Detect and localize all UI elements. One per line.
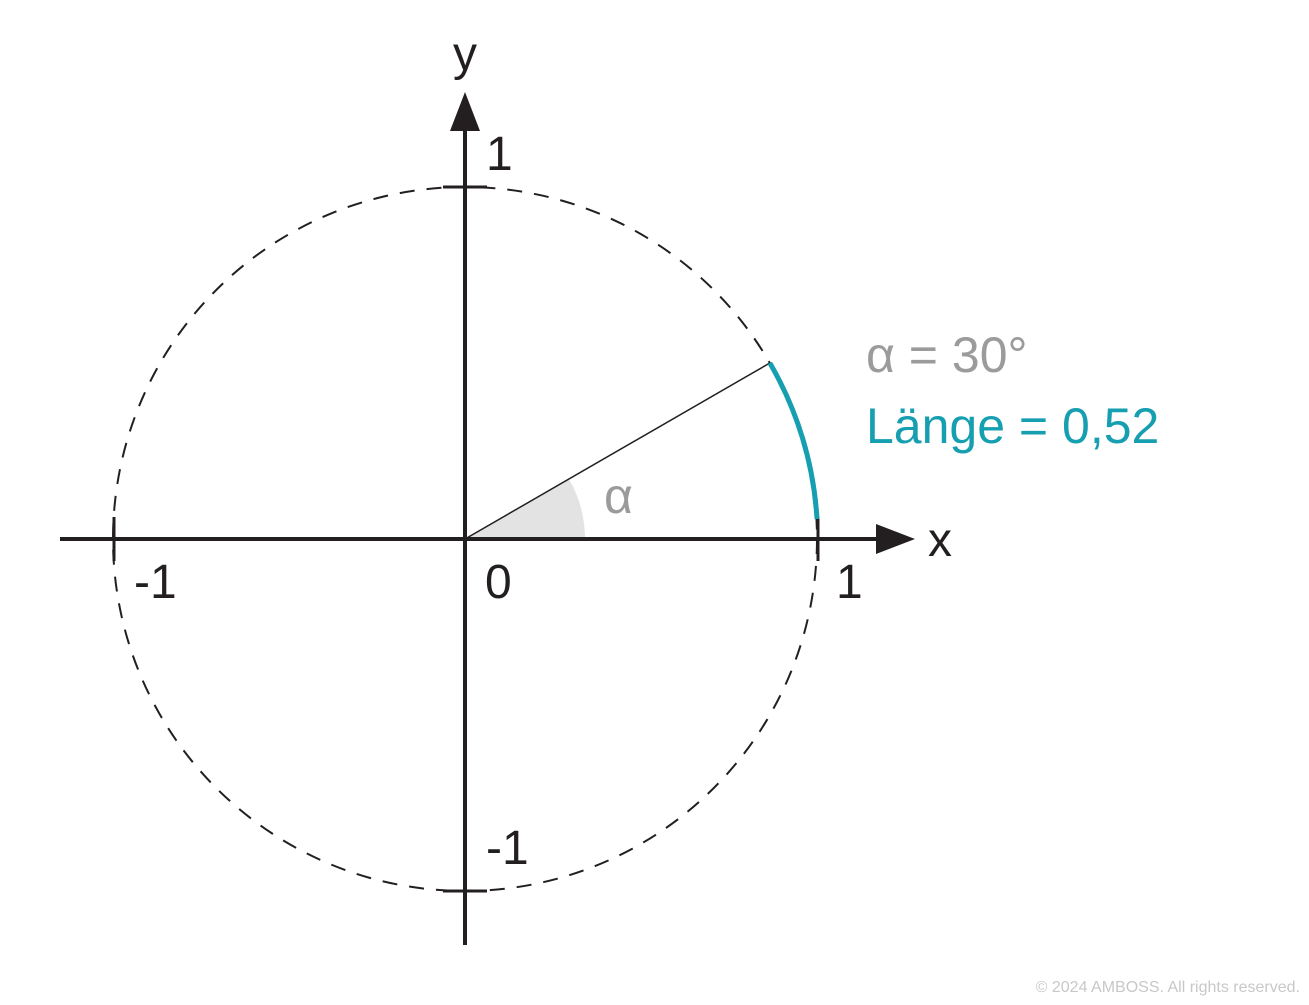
x-neg-label: -1 [134, 556, 177, 609]
y-neg-label: -1 [486, 822, 529, 875]
angle-symbol-label: α [604, 468, 633, 524]
x-axis-arrow [876, 524, 915, 554]
y-axis-arrow [450, 92, 480, 131]
arc-length-text: Länge = 0,52 [866, 398, 1159, 454]
angle-sector [465, 479, 585, 539]
angle-value-text: α = 30° [866, 327, 1028, 383]
x-axis-label: x [928, 514, 952, 567]
copyright-text: © 2024 AMBOSS. All rights reserved. [1036, 979, 1300, 996]
y-pos-label: 1 [486, 128, 513, 181]
origin-label: 0 [485, 556, 512, 609]
arc-length-highlight [767, 361, 820, 520]
y-axis-label: y [453, 28, 477, 81]
x-pos-label: 1 [836, 556, 863, 609]
radius-line [464, 362, 771, 540]
